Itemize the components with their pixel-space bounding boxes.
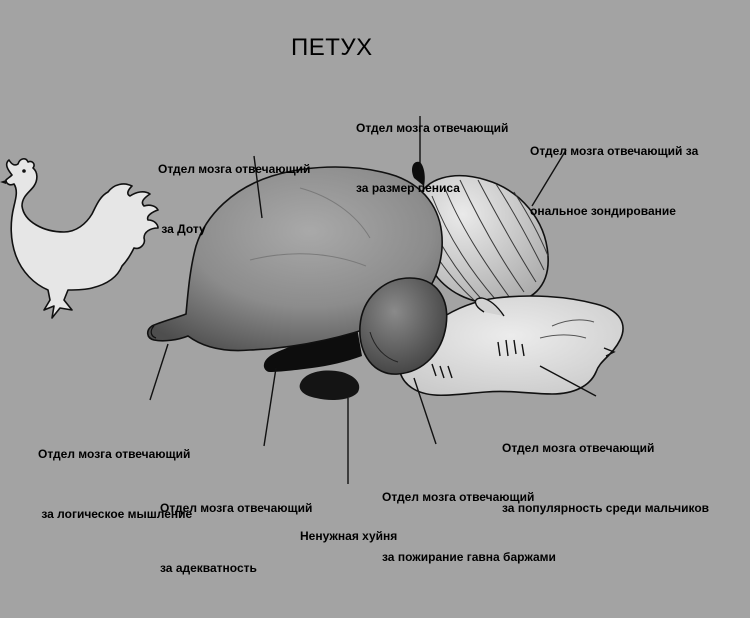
pointer-lines	[149, 116, 597, 484]
label-barges: Отдел мозга отвечающий за пожирание гавн…	[382, 490, 556, 564]
label-penis-size: Отдел мозга отвечающий за размер пениса	[356, 121, 509, 195]
diagram-artwork	[0, 116, 624, 484]
brain-diagram: ПЕТУХ	[0, 34, 709, 575]
brainstem-region	[398, 295, 624, 397]
label-adequacy: Отдел мозга отвечающий за адекватность	[160, 501, 313, 575]
label-dota: Отдел мозга отвечающий за Доту	[158, 162, 311, 236]
label-probing: Отдел мозга отвечающий за ональное зонди…	[530, 144, 699, 218]
label-useless: Ненужная хуйня	[300, 529, 398, 543]
rooster-icon	[0, 158, 159, 319]
label-popularity: Отдел мозга отвечающий за популярность с…	[502, 441, 710, 515]
cerebellum-region	[415, 174, 549, 305]
diagram-title: ПЕТУХ	[291, 34, 373, 61]
optic-lobe-region	[359, 277, 448, 375]
